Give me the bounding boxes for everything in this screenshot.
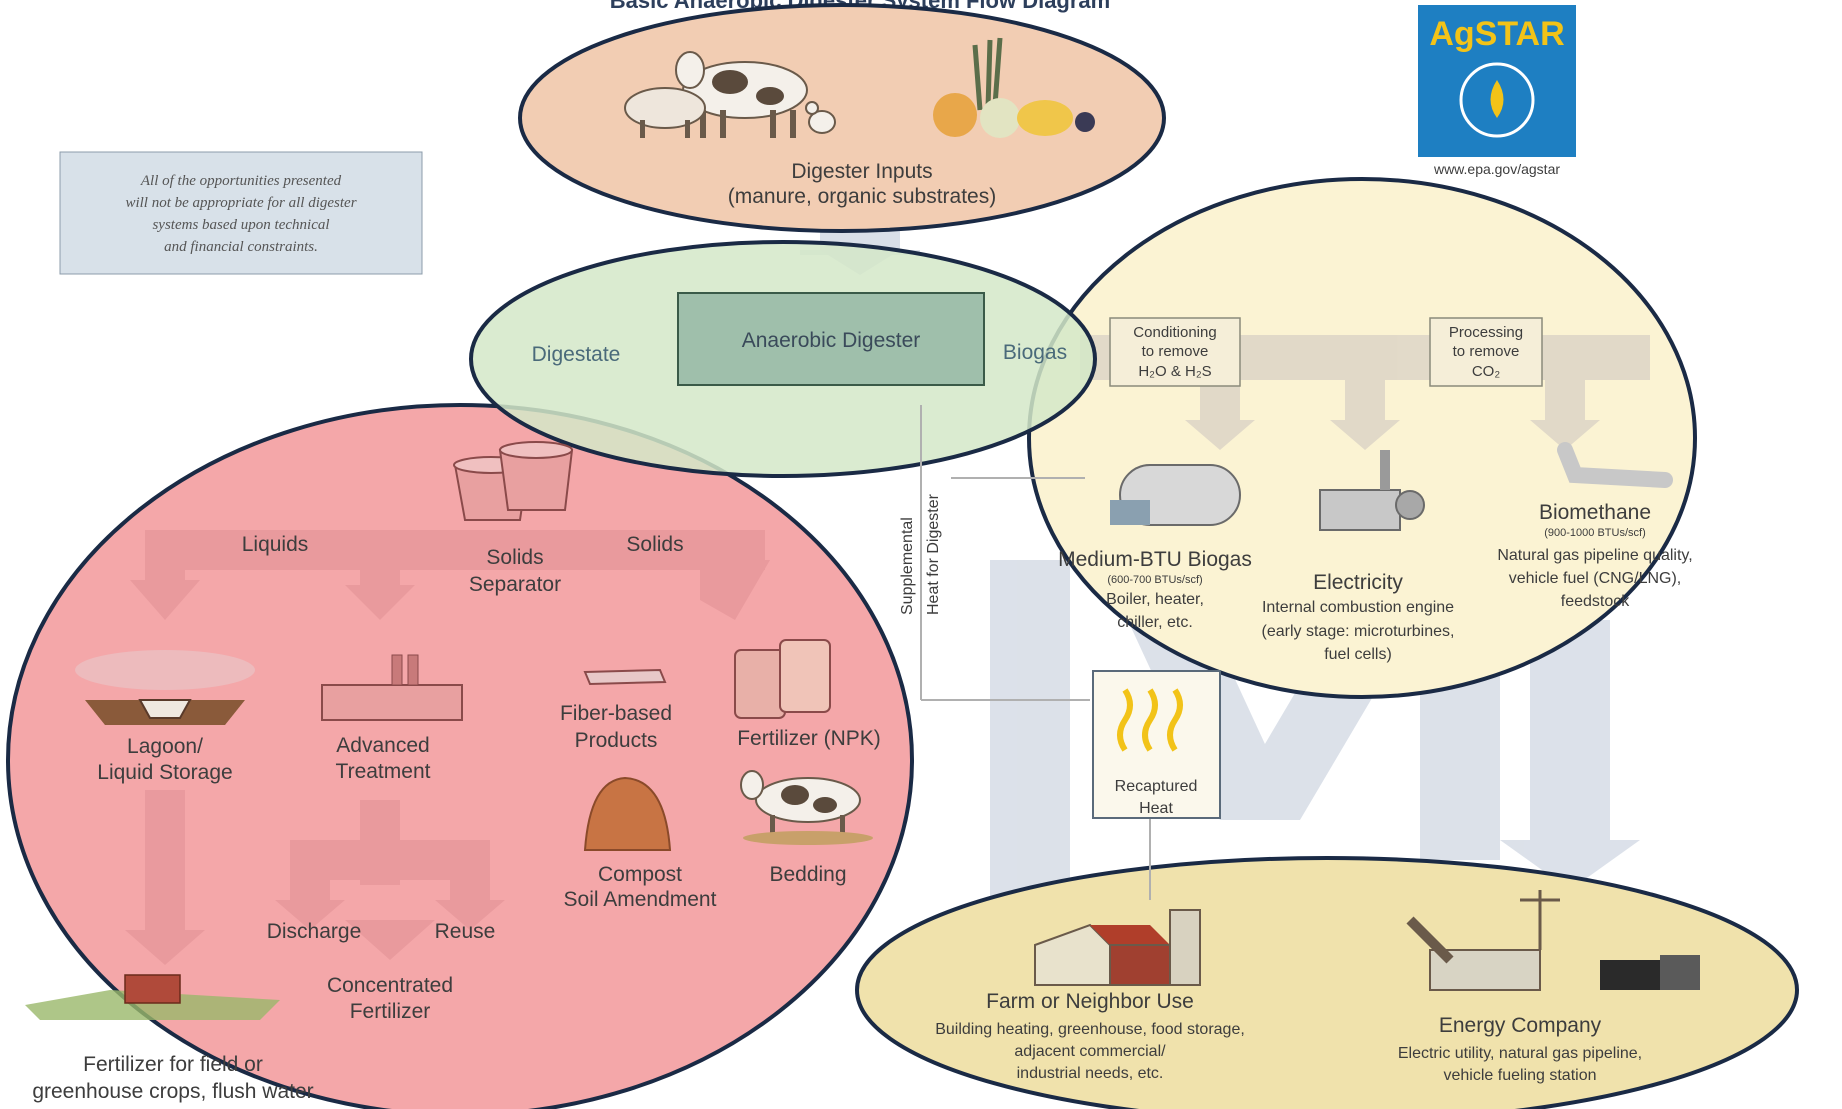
agstar-logo: AgSTAR [1418, 5, 1576, 157]
heat-waves-icon [1117, 688, 1183, 752]
digestate-label: Digestate [532, 343, 621, 366]
processing-box [1429, 317, 1543, 387]
supplemental-line-2: Heat for Digester [925, 493, 942, 615]
field-line-2: greenhouse crops, flush water [32, 1080, 313, 1103]
energy-title: Energy Company [1439, 1014, 1602, 1037]
vegetables-icon [933, 37, 1095, 138]
fertilizer-bags-icon [734, 639, 831, 719]
medium-btu-use-2: chiller, etc. [1117, 614, 1193, 631]
power-plant-icon [1406, 890, 1700, 991]
lagoon-icon [75, 650, 255, 725]
bedding-label: Bedding [769, 863, 846, 886]
compost-line-1: Compost [598, 863, 682, 886]
note-line-3: systems based upon technical [152, 217, 329, 233]
biomethane-line-3: feedstock [1561, 593, 1630, 610]
reuse-label: Reuse [435, 920, 496, 943]
chicken-icon [805, 101, 836, 134]
recaptured-line-2: Heat [1139, 800, 1173, 817]
concentrated-line-1: Concentrated [327, 974, 453, 997]
processing-line-3: CO₂ [1472, 363, 1501, 380]
pipeline-icon [1557, 442, 1673, 488]
inputs-sublabel: (manure, organic substrates) [728, 185, 996, 208]
supplemental-line-1: Supplemental [899, 517, 916, 615]
conditioning-line-3: H₂O & H₂S [1138, 363, 1211, 380]
fertilizer-npk-label: Fertilizer (NPK) [737, 727, 881, 750]
field-barn-icon [25, 974, 280, 1020]
digestate-ellipse [6, 403, 914, 1109]
end-use-ellipse [855, 856, 1799, 1109]
energy-line-2: vehicle fueling station [1444, 1067, 1597, 1084]
fiber-board-icon [583, 668, 667, 686]
lagoon-line-1: Lagoon/ [127, 735, 203, 758]
separator-line-1: Solids [486, 546, 543, 569]
conditioning-box [1109, 317, 1241, 387]
concentrated-line-2: Fertilizer [350, 1000, 431, 1023]
note-line-1: All of the opportunities presented [140, 173, 342, 189]
compost-line-2: Soil Amendment [564, 888, 717, 911]
liquids-label: Liquids [242, 533, 309, 556]
biomethane-line-2: vehicle fuel (CNG/LNG), [1509, 570, 1682, 587]
medium-btu-use-1: Boiler, heater, [1106, 591, 1204, 608]
conditioning-line-2: to remove [1142, 343, 1209, 360]
electricity-title: Electricity [1313, 571, 1403, 594]
biomethane-title: Biomethane [1539, 501, 1651, 524]
lagoon-line-2: Liquid Storage [97, 761, 232, 784]
digestate-arrows [125, 530, 770, 965]
generator-icon [1319, 450, 1425, 531]
fiber-line-2: Products [575, 729, 658, 752]
bedding-cow-icon [740, 770, 873, 845]
biogas-label: Biogas [1003, 341, 1067, 364]
field-line-1: Fertilizer for field or [83, 1053, 263, 1076]
note-line-2: will not be appropriate for all digester [125, 195, 356, 211]
anaerobic-digester-box [677, 292, 985, 386]
farm-icon [1034, 909, 1201, 986]
note-line-4: and financial constraints. [164, 239, 318, 255]
energy-line-1: Electric utility, natural gas pipeline, [1398, 1045, 1642, 1062]
farm-line-1: Building heating, greenhouse, food stora… [935, 1021, 1245, 1038]
fiber-line-1: Fiber-based [560, 702, 672, 725]
digester-label: Anaerobic Digester [742, 329, 921, 352]
biomethane-range: (900-1000 BTUs/scf) [1544, 527, 1645, 539]
advanced-line-1: Advanced [336, 734, 429, 757]
farm-line-2: adjacent commercial/ [1014, 1043, 1166, 1060]
logo-title: AgSTAR [1429, 15, 1564, 53]
discharge-label: Discharge [267, 920, 362, 943]
note-box: All of the opportunities presented will … [59, 151, 423, 275]
inputs-label: Digester Inputs [791, 160, 932, 183]
separator-icon [453, 441, 574, 521]
recaptured-heat-box [1092, 670, 1221, 819]
processing-line-1: Processing [1449, 324, 1523, 341]
medium-btu-range: (600-700 BTUs/scf) [1107, 574, 1202, 586]
electricity-line-3: fuel cells) [1324, 646, 1392, 663]
processing-line-2: to remove [1453, 343, 1520, 360]
farm-title: Farm or Neighbor Use [986, 990, 1194, 1013]
pig-icon [624, 87, 706, 138]
biomethane-line-1: Natural gas pipeline quality, [1497, 547, 1692, 564]
electricity-line-1: Internal combustion engine [1262, 599, 1454, 616]
advanced-line-2: Treatment [336, 760, 431, 783]
cow-icon [675, 51, 808, 138]
compost-pile-icon [583, 776, 672, 851]
solids-label: Solids [626, 533, 683, 556]
treatment-plant-icon [321, 654, 463, 721]
electricity-line-2: (early stage: microturbines, [1262, 623, 1455, 640]
recaptured-line-1: Recaptured [1115, 778, 1198, 795]
farm-line-3: industrial needs, etc. [1017, 1065, 1164, 1082]
boiler-icon [1110, 464, 1241, 526]
logo-url: www.epa.gov/agstar [1433, 161, 1560, 177]
conditioning-line-1: Conditioning [1133, 324, 1216, 341]
medium-btu-title: Medium-BTU Biogas [1058, 548, 1252, 571]
separator-line-2: Separator [469, 573, 561, 596]
